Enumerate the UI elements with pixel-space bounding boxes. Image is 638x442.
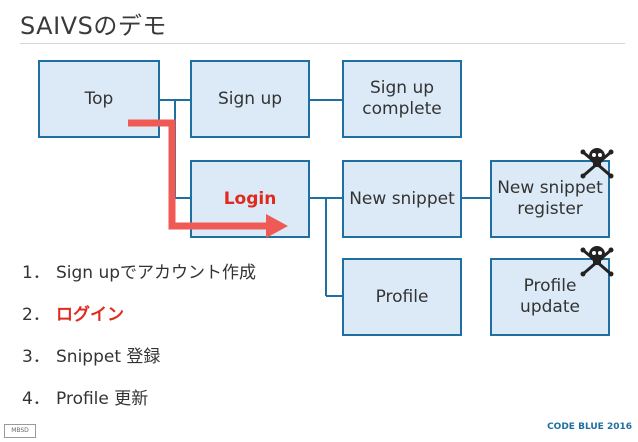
step-text: Snippet 登録 <box>56 347 161 367</box>
node-sign-up-complete: Sign up complete <box>342 60 462 138</box>
step-text: ログイン <box>56 305 124 325</box>
step-text: Sign upでアカウント作成 <box>56 263 257 283</box>
step-item-highlighted: 2． ログイン <box>22 300 256 342</box>
step-number: 3． <box>22 347 50 367</box>
page-title: SAIVSのデモ <box>20 12 167 40</box>
title-divider <box>20 43 625 44</box>
flow-arrow-head <box>266 214 288 238</box>
step-number: 2． <box>22 305 50 325</box>
node-top: Top <box>38 60 160 138</box>
mbsd-logo: MBSD <box>4 424 36 438</box>
step-item: 1． Sign upでアカウント作成 <box>22 258 256 300</box>
step-item: 3． Snippet 登録 <box>22 342 256 384</box>
step-number: 4． <box>22 389 50 409</box>
skull-crossbones-icon <box>580 246 614 277</box>
event-label: CODE BLUE 2016 <box>547 422 632 432</box>
node-new-snippet: New snippet <box>342 160 462 238</box>
step-number: 1． <box>22 263 50 283</box>
skull-crossbones-icon <box>580 148 614 179</box>
step-text: Profile 更新 <box>56 389 149 409</box>
node-profile: Profile <box>342 258 462 336</box>
flow-arrow <box>128 119 268 230</box>
step-item: 4． Profile 更新 <box>22 384 256 426</box>
steps-list: 1． Sign upでアカウント作成 2． ログイン 3． Snippet 登録 4．… <box>22 258 256 426</box>
node-profile-update: Profile update <box>490 258 610 336</box>
node-sign-up: Sign up <box>190 60 310 138</box>
node-new-snippet-register: New snippet register <box>490 160 610 238</box>
